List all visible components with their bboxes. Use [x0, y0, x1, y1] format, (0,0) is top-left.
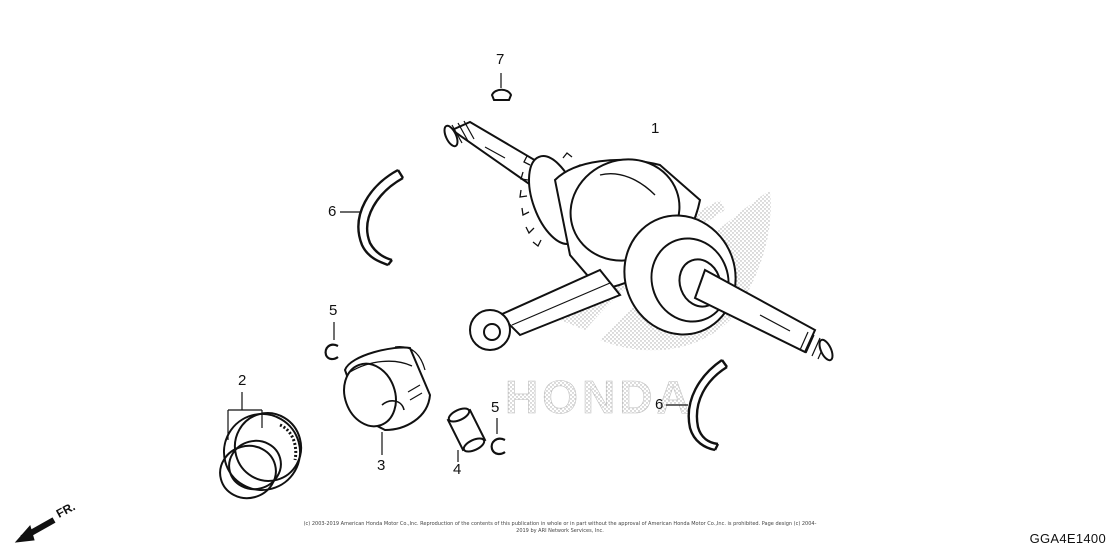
- callout-5-upper: 5: [329, 302, 338, 319]
- piston-ring-set: [219, 412, 303, 500]
- woodruff-key: [490, 88, 513, 101]
- callout-5-lower: 5: [491, 399, 500, 416]
- callout-1: 1: [651, 120, 660, 137]
- piston-pin: [446, 407, 487, 453]
- crankshaft-assembly: [443, 120, 834, 362]
- front-direction-arrow: [14, 517, 56, 543]
- callout-2: 2: [238, 372, 247, 389]
- copyright-notice: (c) 2003-2019 American Honda Motor Co.,I…: [303, 521, 817, 534]
- left-shaft-end: [443, 124, 459, 148]
- piston-pin-clip-lower: [490, 437, 506, 456]
- crankshaft-right-shaft: [693, 268, 817, 354]
- right-shaft-end: [818, 338, 834, 362]
- piston-crown: [343, 362, 397, 428]
- honda-wordmark: HONDA: [505, 371, 694, 423]
- diagram-code: GGA4E1400: [1029, 531, 1106, 546]
- callout-6-lower: 6: [655, 396, 664, 413]
- callout-4: 4: [453, 461, 462, 478]
- callout-7: 7: [496, 51, 505, 68]
- piston-pin-clip-upper: [324, 343, 339, 361]
- callout-3: 3: [377, 457, 386, 474]
- crank-clip-right: [687, 359, 728, 452]
- crank-clip-left: [357, 168, 405, 267]
- piston: [343, 346, 432, 432]
- piston-pin-boss: [381, 400, 405, 411]
- connecting-rod-small-end-bore: [483, 323, 501, 341]
- leader-2: [227, 392, 263, 440]
- connecting-rod: [498, 268, 622, 337]
- callout-6-upper: 6: [328, 203, 337, 220]
